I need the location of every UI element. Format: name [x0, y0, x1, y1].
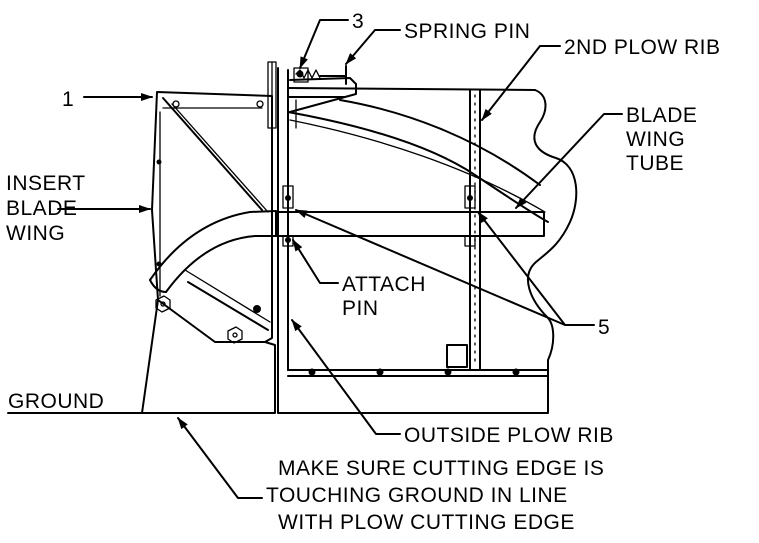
blade-wing-tube: [275, 211, 545, 237]
note-line3: WITH PLOW CUTTING EDGE: [278, 511, 575, 534]
label-attach-pin-line1: ATTACH: [342, 273, 426, 296]
label-insert-blade-wing-line3: WING: [6, 222, 65, 245]
note-line1: MAKE SURE CUTTING EDGE IS: [278, 457, 604, 480]
note-line2: TOUCHING GROUND IN LINE: [266, 484, 568, 507]
label-outside-plow-rib: OUTSIDE PLOW RIB: [404, 424, 614, 447]
label-blade-wing-tube-line2: WING: [626, 128, 685, 151]
label-blade-wing-tube-line1: BLADE: [626, 104, 697, 127]
label-item-1: 1: [62, 88, 74, 111]
labels: 1 3 SPRING PIN 2ND PLOW RIB BLADE WING T…: [6, 10, 721, 534]
label-item-3: 3: [352, 10, 364, 33]
label-blade-wing-tube-line3: TUBE: [626, 152, 684, 175]
leader-lines: [57, 19, 623, 499]
label-ground: GROUND: [8, 390, 104, 413]
label-second-plow-rib: 2ND PLOW RIB: [564, 36, 721, 59]
cutting-edge-bolt: [155, 295, 171, 313]
label-spring-pin: SPRING PIN: [404, 20, 530, 43]
label-item-5: 5: [598, 316, 610, 339]
label-insert-blade-wing-line1: INSERT: [6, 172, 86, 195]
insert-blade-wing-panel: [151, 91, 273, 343]
cutting-edge-bolt: [227, 326, 243, 344]
label-attach-pin-line2: PIN: [342, 297, 379, 320]
attach-pin: [464, 185, 476, 247]
spring-pin-assembly: [289, 65, 357, 129]
cutting-edge: [141, 299, 159, 414]
label-insert-blade-wing-line2: BLADE: [6, 197, 77, 220]
moldboard-edge: [527, 89, 578, 413]
plow-drawing: [7, 61, 578, 414]
